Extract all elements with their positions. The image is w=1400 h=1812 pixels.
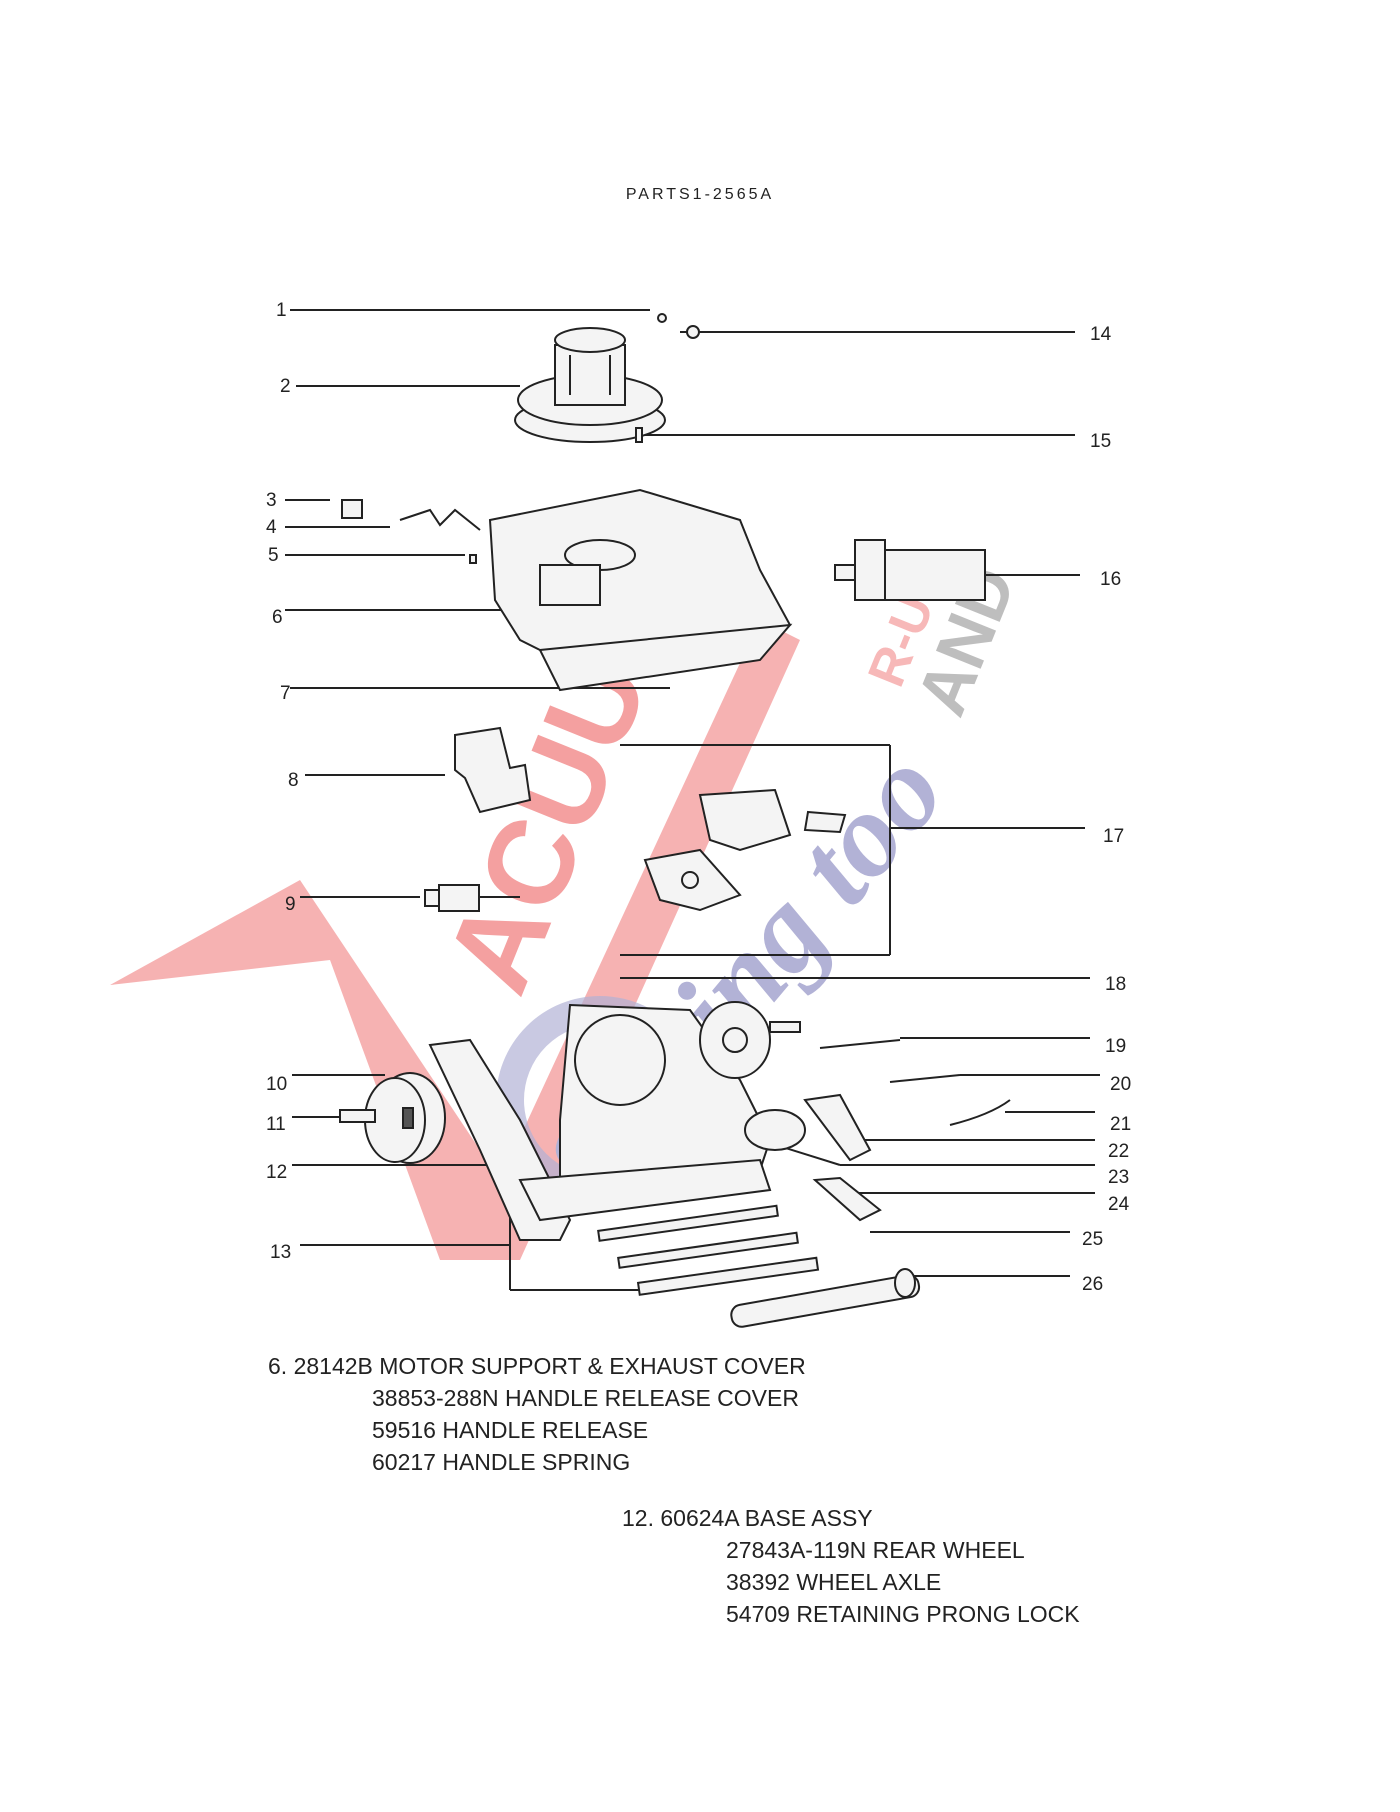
callout-21: 21 bbox=[1110, 1114, 1131, 1135]
callout-13: 13 bbox=[270, 1242, 291, 1263]
axle-11 bbox=[339, 1109, 376, 1123]
callout-7: 7 bbox=[280, 683, 291, 704]
callout-25: 25 bbox=[1082, 1229, 1103, 1250]
belt-guard-24 bbox=[812, 1176, 882, 1222]
callout-20: 20 bbox=[1110, 1074, 1131, 1095]
connector-9 bbox=[424, 884, 520, 912]
callout-9: 9 bbox=[285, 894, 296, 915]
parts-description-group-12: 12. 60624A BASE ASSY 27843A-119N REAR WH… bbox=[622, 1502, 1080, 1630]
callout-8: 8 bbox=[288, 770, 299, 791]
group-12-title: 12. 60624A BASE ASSY bbox=[622, 1505, 873, 1531]
callout-22: 22 bbox=[1108, 1141, 1129, 1162]
callout-10: 10 bbox=[266, 1074, 287, 1095]
callout-23: 23 bbox=[1108, 1167, 1129, 1188]
callout-5: 5 bbox=[268, 545, 279, 566]
small-parts-3-4 bbox=[341, 499, 481, 531]
page-title: PARTS1-2565A bbox=[625, 186, 775, 203]
callout-2: 2 bbox=[280, 376, 291, 397]
callout-24: 24 bbox=[1108, 1194, 1130, 1215]
parts-description-group-6: 6. 28142B MOTOR SUPPORT & EXHAUST COVER … bbox=[268, 1350, 806, 1478]
group-6-item: 38853-288N HANDLE RELEASE COVER bbox=[372, 1385, 799, 1411]
callout-19: 19 bbox=[1105, 1036, 1126, 1057]
callout-17: 17 bbox=[1103, 826, 1124, 847]
belt-22 bbox=[803, 1093, 872, 1162]
group-12-item: 54709 RETAINING PRONG LOCK bbox=[726, 1601, 1080, 1627]
group-6-title: 6. 28142B MOTOR SUPPORT & EXHAUST COVER bbox=[268, 1353, 806, 1379]
callout-15: 15 bbox=[1090, 431, 1111, 452]
group-12-item: 27843A-119N REAR WHEEL bbox=[726, 1537, 1025, 1563]
bristle-strips-13 bbox=[597, 1204, 820, 1296]
group-6-item: 60217 HANDLE SPRING bbox=[372, 1449, 631, 1475]
motor bbox=[514, 327, 666, 443]
bracket-8 bbox=[454, 726, 532, 814]
brushroll-26 bbox=[730, 1268, 921, 1328]
group-6-item: 59516 HANDLE RELEASE bbox=[372, 1417, 649, 1443]
callout-6: 6 bbox=[272, 607, 283, 628]
switch-16 bbox=[834, 539, 986, 601]
motor-pulley-23 bbox=[744, 1109, 806, 1151]
cord-21 bbox=[949, 1099, 1011, 1126]
callout-1: 1 bbox=[276, 300, 287, 321]
front-wheel-19 bbox=[699, 1001, 801, 1079]
callout-11: 11 bbox=[266, 1114, 286, 1135]
callout-18: 18 bbox=[1105, 974, 1126, 995]
callout-16: 16 bbox=[1100, 569, 1121, 590]
callout-12: 12 bbox=[266, 1162, 287, 1183]
callout-3: 3 bbox=[266, 490, 277, 511]
callout-numbers: 1 2 3 4 5 6 7 8 9 10 11 12 13 14 15 16 1… bbox=[266, 300, 1131, 1295]
motor-support-exhaust-cover bbox=[488, 488, 793, 692]
callout-4: 4 bbox=[266, 517, 277, 538]
group-12-item: 38392 WHEEL AXLE bbox=[726, 1569, 942, 1595]
rear-wheel-10 bbox=[364, 1072, 446, 1164]
callout-14: 14 bbox=[1090, 324, 1112, 345]
bearing-assembly-17 bbox=[643, 788, 847, 912]
callout-26: 26 bbox=[1082, 1274, 1103, 1295]
watermark-v-shape bbox=[110, 620, 800, 1260]
leader-lines bbox=[285, 309, 1100, 1291]
